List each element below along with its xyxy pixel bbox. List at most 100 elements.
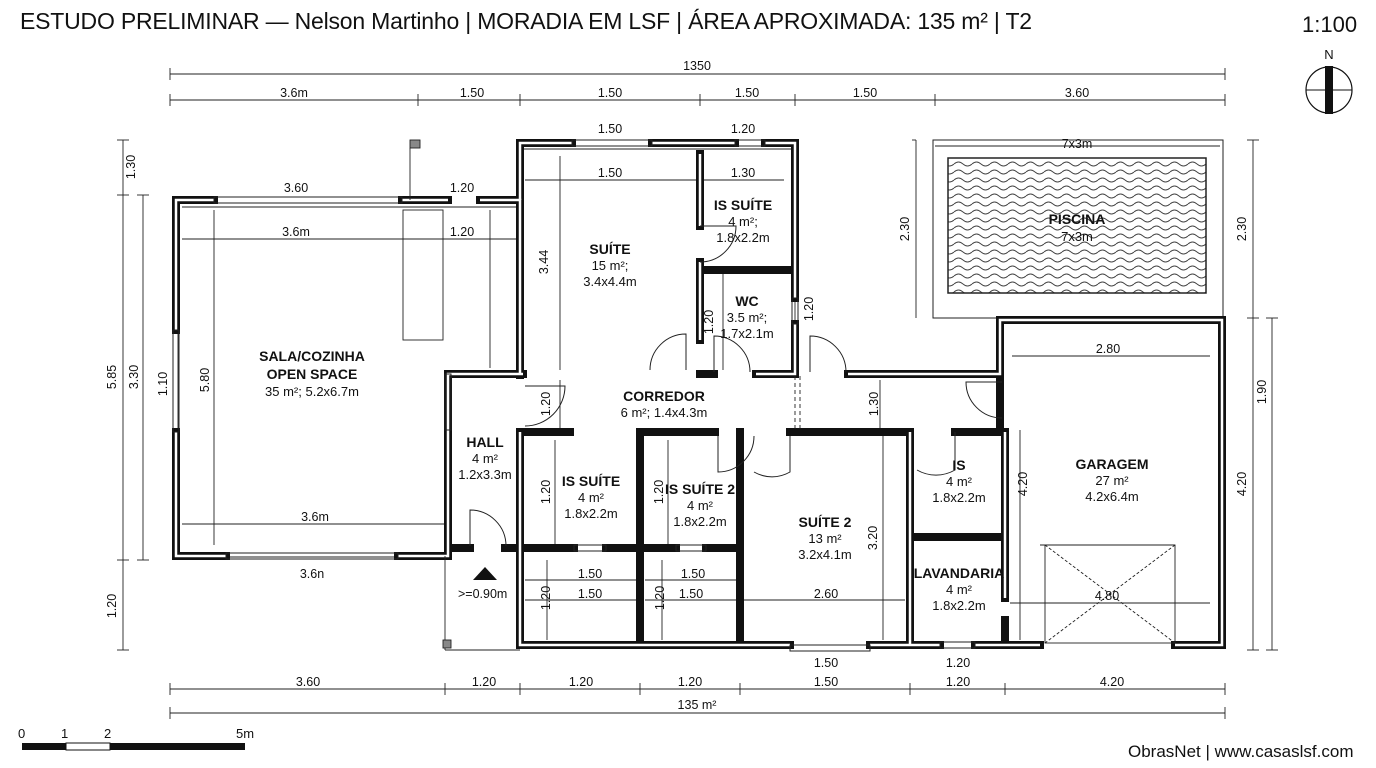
north-label: N <box>1324 47 1333 62</box>
dim-bot-c: 1.50 <box>578 587 602 601</box>
scale-0: 0 <box>18 726 25 741</box>
room-is-name: IS <box>952 457 965 473</box>
room-is-size: 1.8x2.2m <box>932 490 985 505</box>
dim-bot-v-a: 1.20 <box>539 586 553 610</box>
dim-top-5: 3.60 <box>1065 86 1089 100</box>
dim-bot-total: 135 m² <box>678 698 717 712</box>
entrance-label: >=0.90m <box>458 587 507 601</box>
room-garagem-area: 27 m² <box>1095 473 1129 488</box>
room-lavandaria-size: 1.8x2.2m <box>932 598 985 613</box>
dim-left-inner: 3.30 <box>127 365 141 389</box>
room-hall-area: 4 m² <box>472 451 499 466</box>
room-corredor-info: 6 m²; 1.4x4.3m <box>621 405 708 420</box>
dimension-lines <box>117 68 1278 719</box>
room-suite-name: SUÍTE <box>589 241 630 257</box>
room-lavandaria-name: LAVANDARIA <box>914 565 1004 581</box>
room-hall-size: 1.2x3.3m <box>458 467 511 482</box>
dim-piscina: 7x3m <box>1062 137 1093 151</box>
dim-wc-v-a: 1.20 <box>702 310 716 334</box>
windows <box>172 139 976 652</box>
dim-sala-bot-in: 3.6m <box>301 510 329 524</box>
page-title: ESTUDO PRELIMINAR — Nelson Martinho | MO… <box>20 8 1032 34</box>
vertical-dimension-texts: 1.30 5.85 1.20 3.30 1.10 5.80 2.30 1.90 … <box>105 155 1269 618</box>
room-piscina-name: PISCINA <box>1049 211 1106 227</box>
room-issuite-top-area: 4 m²; <box>728 214 758 229</box>
dim-right-0: 2.30 <box>1235 217 1249 241</box>
dim-suite2-v: 3.20 <box>866 526 880 550</box>
dim-suite-in-a: 1.50 <box>598 166 622 180</box>
dim-wc-v-b: 1.20 <box>802 297 816 321</box>
dim-top-4: 1.50 <box>853 86 877 100</box>
dim-sala-top-b: 1.20 <box>450 181 474 195</box>
dim-bot-4: 1.50 <box>814 675 838 689</box>
dim-suite-in-b: 1.30 <box>731 166 755 180</box>
room-suite2-name: SUÍTE 2 <box>799 514 852 530</box>
north-arrow: N <box>1305 47 1353 114</box>
dim-sala-in-b: 1.20 <box>450 225 474 239</box>
dim-iss-v-b: 1.20 <box>652 480 666 504</box>
dim-suite-v: 3.44 <box>537 250 551 274</box>
room-issuite-top-size: 1.8x2.2m <box>716 230 769 245</box>
dim-top-total: 1350 <box>683 59 711 73</box>
pool-water <box>947 157 1207 294</box>
room-sala-name: SALA/COZINHA <box>259 348 365 364</box>
dim-left-0: 1.30 <box>124 155 138 179</box>
room-issuite1-size: 1.8x2.2m <box>564 506 617 521</box>
room-garagem-name: GARAGEM <box>1075 456 1148 472</box>
room-lavandaria-area: 4 m² <box>946 582 973 597</box>
scale-2: 2 <box>104 726 111 741</box>
room-wc-size: 1.7x2.1m <box>720 326 773 341</box>
dim-bot-0: 3.60 <box>296 675 320 689</box>
room-labels: SALA/COZINHA OPEN SPACE 35 m²; 5.2x6.7m … <box>259 197 1148 613</box>
dim-bot-e: 2.60 <box>814 587 838 601</box>
room-corredor-name: CORREDOR <box>623 388 705 404</box>
dim-garage-v: 4.20 <box>1016 472 1030 496</box>
dim-top-3: 1.50 <box>735 86 759 100</box>
dim-under-a: 1.50 <box>814 656 838 670</box>
dim-sala-v-b: 5.80 <box>198 368 212 392</box>
room-issuite1-name: IS SUÍTE <box>562 473 620 489</box>
room-issuite2-name: IS SUÍTE 2 <box>665 481 735 497</box>
room-issuite1-area: 4 m² <box>578 490 605 505</box>
room-suite2-size: 3.2x4.1m <box>798 547 851 562</box>
dim-iss-v-a: 1.20 <box>539 480 553 504</box>
dim-bot-d: 1.50 <box>679 587 703 601</box>
dim-sala-v-a: 1.10 <box>156 372 170 396</box>
room-is-area: 4 m² <box>946 474 973 489</box>
room-wc-area: 3.5 m²; <box>727 310 767 325</box>
dim-suite-top-b: 1.20 <box>731 122 755 136</box>
dim-sala-top-a: 3.60 <box>284 181 308 195</box>
dim-bot-a: 1.50 <box>578 567 602 581</box>
dim-sala-in-a: 3.6m <box>282 225 310 239</box>
dim-top-2: 1.50 <box>598 86 622 100</box>
door-swings <box>469 225 1003 547</box>
dim-bot-3: 1.20 <box>678 675 702 689</box>
room-wc-name: WC <box>735 293 758 309</box>
dimension-texts: 1350 3.6m 1.50 1.50 1.50 1.50 3.60 3.60 … <box>280 59 1124 712</box>
room-suite2-area: 13 m² <box>808 531 842 546</box>
dim-right-2: 4.20 <box>1235 472 1249 496</box>
entrance-arrow <box>473 567 497 580</box>
scale-1: 1 <box>61 726 68 741</box>
scale-5: 5m <box>236 726 254 741</box>
dim-left-2: 1.20 <box>105 594 119 618</box>
room-piscina-size: 7x3m <box>1061 229 1093 244</box>
dim-sala-bot-out: 3.6n <box>300 567 324 581</box>
dim-garage-w: 2.80 <box>1096 342 1120 356</box>
dim-suite-top-a: 1.50 <box>598 122 622 136</box>
scale-label: 1:100 <box>1302 12 1358 37</box>
dim-bot-2: 1.20 <box>569 675 593 689</box>
room-issuite-top-name: IS SUÍTE <box>714 197 772 213</box>
room-hall-name: HALL <box>466 434 504 450</box>
credit-text: ObrasNet | www.casaslsf.com <box>1128 742 1354 761</box>
room-sala-info: 35 m²; 5.2x6.7m <box>265 384 359 399</box>
dim-piscina-v: 2.30 <box>898 217 912 241</box>
dim-bot-5: 1.20 <box>946 675 970 689</box>
dim-bot-1: 1.20 <box>472 675 496 689</box>
room-sala-name2: OPEN SPACE <box>267 366 358 382</box>
room-issuite2-size: 1.8x2.2m <box>673 514 726 529</box>
dim-garage-bottom: 4.80 <box>1095 589 1119 603</box>
dim-bot-v-b: 1.20 <box>653 586 667 610</box>
room-issuite2-area: 4 m² <box>687 498 714 513</box>
